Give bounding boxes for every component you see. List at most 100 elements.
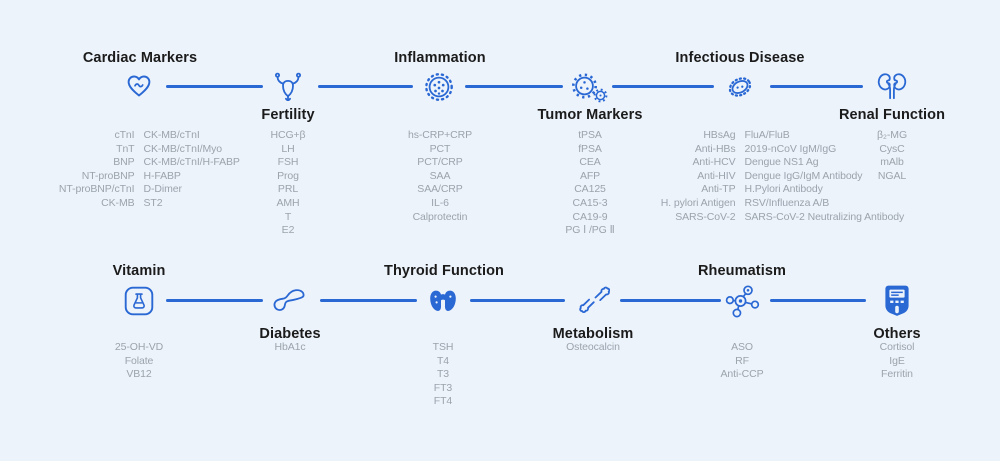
gears-icon — [570, 71, 608, 103]
marker-item: CEA — [579, 156, 601, 169]
pancreas-icon — [270, 286, 308, 316]
marker-item: H.Pylori Antibody — [744, 183, 823, 196]
marker-item: TSH — [432, 341, 454, 353]
marker-item: hs-CRP+CRP — [407, 129, 473, 141]
molecule-icon — [724, 284, 760, 318]
marker-item: mAlb — [880, 156, 904, 169]
marker-item: VB12 — [126, 368, 152, 381]
marker-item: SAA/CRP — [417, 183, 463, 196]
marker-item: Folate — [124, 354, 154, 367]
category-title-diabetes: Diabetes — [259, 326, 321, 342]
marker-column: Osteocalcin — [566, 341, 620, 355]
marker-item: CK-MB/cTnI/Myo — [143, 142, 223, 155]
marker-item: Calprotectin — [412, 210, 468, 223]
marker-item: Dengue IgG/IgM Antibody — [744, 169, 863, 182]
marker-item: T4 — [436, 354, 450, 367]
connector-line — [620, 299, 721, 302]
marker-item: NT-proBNP — [81, 169, 135, 182]
marker-item: 2019-nCoV IgM/IgG — [744, 142, 837, 155]
marker-item: AMH — [276, 196, 300, 209]
marker-item: SAA — [429, 169, 451, 182]
bacteria-icon — [725, 73, 755, 101]
marker-item: BNP — [113, 156, 135, 169]
flask-icon — [124, 286, 154, 316]
connector-line — [166, 85, 263, 88]
marker-item: IL-6 — [431, 196, 449, 209]
category-title-tumor-markers: Tumor Markers — [537, 107, 643, 123]
marker-item: Anti-HIV — [697, 169, 736, 182]
connector-line — [465, 85, 563, 88]
marker-item: CA15-3 — [572, 196, 608, 209]
marker-item: CA125 — [574, 183, 606, 196]
marker-item: HCG+β — [270, 129, 306, 141]
marker-item: NGAL — [877, 169, 907, 182]
marker-item: 25-OH-VD — [114, 341, 164, 353]
marker-item: CK-MB/cTnI — [143, 129, 200, 141]
category-title-inflammation: Inflammation — [394, 50, 486, 66]
category-title-cardiac-markers: Cardiac Markers — [82, 50, 198, 66]
marker-item: PCT/CRP — [417, 156, 463, 169]
marker-item: T — [284, 210, 292, 223]
category-title-vitamin: Vitamin — [112, 263, 166, 279]
marker-item: PRL — [277, 183, 299, 196]
marker-item: FSH — [277, 156, 299, 169]
category-title-thyroid-function: Thyroid Function — [384, 263, 504, 279]
category-title-others: Others — [873, 326, 921, 342]
marker-item: FT4 — [433, 395, 453, 408]
connector-line — [318, 85, 413, 88]
category-title-renal-function: Renal Function — [838, 107, 946, 123]
marker-item: Dengue NS1 Ag — [744, 156, 819, 169]
marker-item: Anti-HBs — [694, 142, 736, 155]
marker-item: H-FABP — [143, 169, 181, 182]
bone-joint-icon — [574, 286, 611, 316]
marker-item: SARS-CoV-2 Neutralizing Antibody — [744, 210, 905, 223]
marker-item: FluA/FluB — [744, 129, 790, 141]
marker-item: T3 — [436, 368, 450, 381]
marker-item: RSV/Influenza A/B — [744, 196, 830, 209]
marker-item: NT-proBNP/cTnI — [58, 183, 135, 196]
marker-column: HbA1c — [274, 341, 305, 355]
marker-item: tPSA — [578, 129, 602, 141]
marker-item: CK-MB — [101, 196, 135, 209]
marker-item: IgE — [889, 354, 905, 367]
marker-item: ST2 — [143, 196, 163, 209]
marker-item: HBsAg — [703, 129, 736, 141]
connector-line — [166, 299, 263, 302]
marker-item: Osteocalcin — [566, 341, 620, 353]
marker-item: LH — [281, 142, 295, 155]
marker-item: D-Dimer — [143, 183, 182, 196]
marker-item: CysC — [879, 142, 905, 155]
marker-item: SARS-CoV-2 — [675, 210, 736, 223]
category-title-infectious-disease: Infectious Disease — [675, 50, 805, 66]
marker-item: Anti-TP — [701, 183, 736, 196]
thyroid-icon — [428, 288, 458, 314]
marker-item: ASO — [731, 341, 753, 353]
kidneys-icon — [875, 71, 909, 103]
marker-item: AFP — [579, 169, 601, 182]
uterus-icon — [271, 71, 305, 103]
marker-item: PCT — [429, 142, 451, 155]
marker-item: Cortisol — [879, 341, 915, 353]
marker-item: RF — [735, 354, 749, 367]
marker-item: FT3 — [433, 381, 453, 394]
marker-item: E2 — [281, 224, 295, 237]
marker-item: PG Ⅰ /PG Ⅱ — [565, 224, 615, 237]
marker-item: Ferritin — [881, 368, 913, 381]
category-title-metabolism: Metabolism — [552, 326, 634, 342]
marker-item: CK-MB/cTnI/H-FABP — [143, 156, 240, 169]
virus-icon — [424, 72, 454, 102]
marker-item: β₂-MG — [876, 129, 908, 141]
marker-item: Prog — [277, 169, 299, 182]
